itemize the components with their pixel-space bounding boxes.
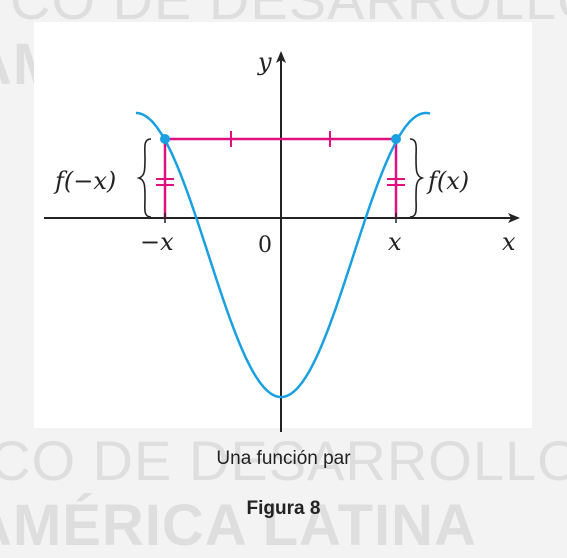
watermark-line-bottom-1: CO DE DESARROLLO — [0, 429, 567, 492]
figure-title: Figura 8 — [246, 498, 321, 519]
right-brace — [409, 138, 425, 218]
x-axis-label: x — [502, 228, 516, 256]
even-function-curve — [136, 111, 431, 399]
neg-x-label: −x — [140, 228, 174, 256]
point-pos-x — [391, 134, 401, 144]
f-neg-x-label: f(−x) — [53, 167, 116, 195]
pos-x-label: x — [388, 228, 402, 256]
y-axis-label: y — [257, 48, 272, 76]
left-brace — [136, 138, 152, 218]
watermark-line-bottom-2: AMÉRICA LATINA — [0, 493, 477, 558]
point-neg-x — [160, 134, 170, 144]
origin-label: 0 — [258, 233, 272, 258]
figure-panel — [34, 22, 532, 428]
figure-subtitle: Una función par — [216, 448, 351, 469]
f-x-label: f(x) — [426, 167, 469, 195]
